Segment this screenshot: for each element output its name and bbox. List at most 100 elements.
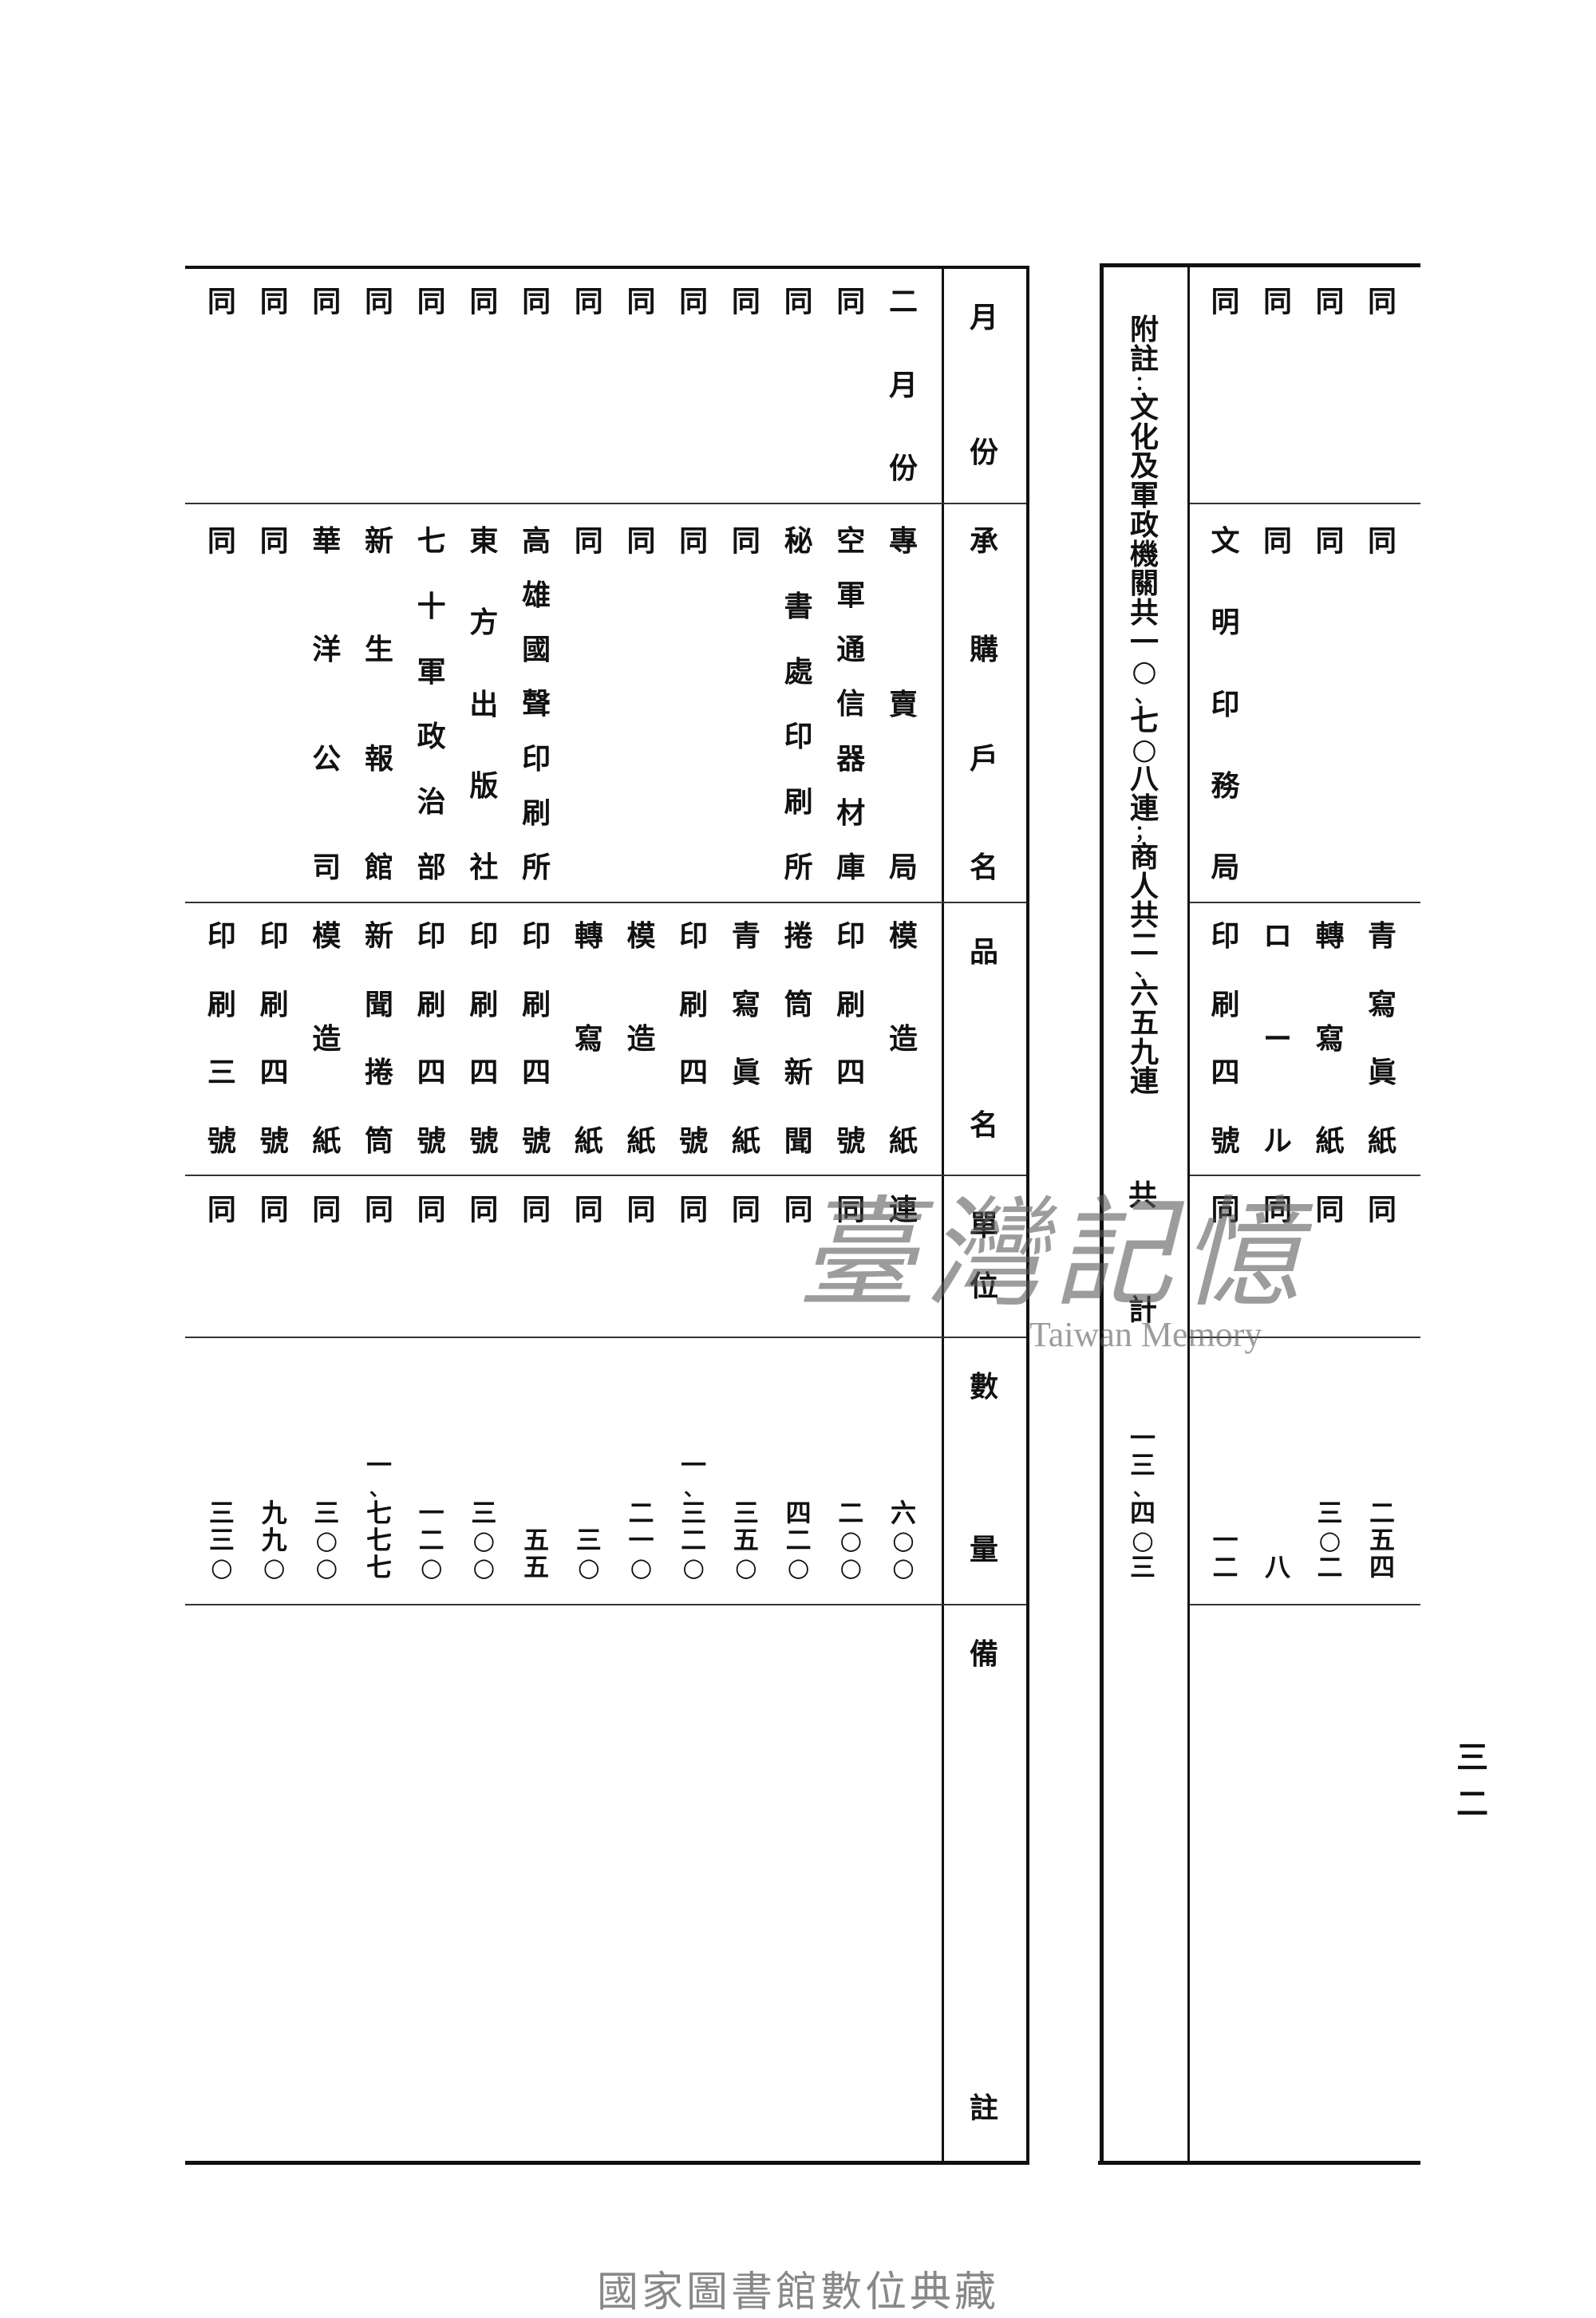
cell-month: 二月份 — [888, 285, 918, 485]
row-divider — [185, 1337, 1026, 1338]
cell-unit: 同 — [469, 1193, 499, 1226]
cell-item: 青寫眞紙 — [731, 919, 760, 1158]
cell-month: 同 — [259, 285, 289, 318]
cell-qty: 三○○ — [314, 1498, 340, 1582]
cell-qty: 二五四 — [1369, 1498, 1395, 1582]
cell-qty: 六○○ — [890, 1498, 916, 1582]
cell-qty: 一二○ — [418, 1498, 444, 1582]
cell-month: 同 — [364, 285, 393, 318]
cell-month: 同 — [784, 285, 813, 318]
cell-buyer: 同 — [259, 524, 289, 558]
cell-buyer: 同 — [574, 524, 603, 558]
cell-month: 同 — [1262, 285, 1292, 318]
note-divider — [1187, 263, 1190, 2165]
cell-unit: 同 — [1315, 1193, 1345, 1226]
cell-item: 印刷四號 — [469, 919, 499, 1158]
cell-unit: 同 — [1211, 1193, 1240, 1226]
cell-qty: 一、七七七 — [365, 1450, 392, 1582]
cell-unit: 同 — [784, 1193, 813, 1226]
cell-qty: 三三○ — [208, 1498, 235, 1582]
row-divider — [1190, 503, 1420, 504]
right-table-top-rule — [1101, 263, 1420, 267]
cell-buyer: 新生報館 — [364, 524, 393, 884]
cell-qty: 四二○ — [785, 1498, 812, 1582]
column-header: 承購戶名 — [969, 524, 998, 884]
cell-item: 轉寫紙 — [1315, 919, 1345, 1158]
column-header: 月份 — [969, 301, 998, 469]
cell-month: 同 — [469, 285, 499, 318]
cell-month: 同 — [417, 285, 446, 318]
row-divider — [1190, 1175, 1420, 1176]
row-divider — [1190, 902, 1420, 903]
row-divider — [185, 1175, 1026, 1176]
cell-item: 青寫眞紙 — [1367, 919, 1396, 1158]
cell-month: 同 — [836, 285, 866, 318]
cell-qty: 一二 — [1212, 1525, 1238, 1582]
cell-unit: 同 — [679, 1193, 709, 1226]
column-header: 單位 — [969, 1209, 998, 1303]
cell-item: 新聞捲筒 — [364, 919, 393, 1158]
cell-month: 同 — [574, 285, 603, 318]
cell-month: 同 — [1315, 285, 1345, 318]
cell-buyer: 同 — [626, 524, 656, 558]
cell-unit: 同 — [207, 1193, 236, 1226]
table-top-rule — [185, 266, 1029, 269]
cell-buyer: 文明印務局 — [1211, 524, 1240, 884]
cell-item: 印刷四號 — [679, 919, 709, 1158]
cell-month: 同 — [1367, 285, 1396, 318]
cell-unit: 同 — [731, 1193, 760, 1226]
cell-item: 模造紙 — [312, 919, 342, 1158]
cell-item: 印刷四號 — [259, 919, 289, 1158]
column-header: 數量 — [969, 1370, 998, 1566]
cell-unit: 同 — [1367, 1193, 1396, 1226]
row-divider — [185, 1604, 1026, 1605]
right-table-bottom-rule — [1098, 2161, 1420, 2165]
cell-buyer: 同 — [1262, 524, 1292, 558]
cell-unit: 同 — [836, 1193, 866, 1226]
watermark-en: Taiwan Memory — [1029, 1315, 1262, 1354]
cell-unit: 同 — [417, 1193, 446, 1226]
cell-buyer: 空軍通信器材庫 — [836, 524, 866, 884]
cell-unit: 同 — [626, 1193, 656, 1226]
table-bottom-rule — [185, 2161, 1029, 2165]
cell-item: 印刷四號 — [836, 919, 866, 1158]
cell-unit: 同 — [364, 1193, 393, 1226]
cell-qty: 二一○ — [628, 1498, 654, 1582]
right-table-left-rule — [1100, 263, 1104, 2165]
cell-month: 同 — [679, 285, 709, 318]
cell-unit: 連 — [888, 1193, 918, 1226]
cell-qty: 三○二 — [1317, 1498, 1343, 1582]
cell-item: ロール — [1262, 919, 1292, 1158]
cell-qty: 二○○ — [838, 1498, 864, 1582]
footnote: 附註：文化及軍政機關共一○、七○八連；商人共二、六五九連 — [1129, 313, 1159, 1099]
cell-buyer: 秘書處印刷所 — [784, 524, 813, 884]
column-header: 備註 — [969, 1637, 998, 2125]
cell-buyer: 東方出版社 — [469, 524, 499, 884]
page-number: 三二 — [1456, 1739, 1488, 1822]
cell-buyer: 七十軍政治部 — [417, 524, 446, 884]
cell-buyer: 專賣局 — [888, 524, 918, 884]
footer-credit: 國家圖書館數位典藏 — [596, 2269, 999, 2316]
column-header: 品名 — [969, 935, 998, 1142]
cell-qty: 三○○ — [471, 1498, 497, 1582]
header-divider — [942, 266, 944, 2161]
cell-qty: 八 — [1264, 1552, 1290, 1582]
cell-unit: 同 — [259, 1193, 289, 1226]
row-divider — [185, 902, 1026, 903]
cell-month: 同 — [207, 285, 236, 318]
cell-item: 模造紙 — [626, 919, 656, 1158]
cell-month: 同 — [1211, 285, 1240, 318]
cell-item: 印刷三號 — [207, 919, 236, 1158]
cell-buyer: 同 — [731, 524, 760, 558]
cell-buyer: 同 — [1367, 524, 1396, 558]
cell-item: 捲筒新聞 — [784, 919, 813, 1158]
cell-qty: 五五 — [523, 1525, 550, 1582]
cell-unit: 同 — [574, 1193, 603, 1226]
cell-unit: 同 — [1262, 1193, 1292, 1226]
row-divider — [1190, 1337, 1420, 1338]
cell-buyer: 華洋公司 — [312, 524, 342, 884]
cell-unit: 同 — [522, 1193, 551, 1226]
cell-qty: 三○ — [575, 1525, 602, 1582]
cell-item: 印刷四號 — [1211, 919, 1240, 1158]
cell-month: 同 — [731, 285, 760, 318]
